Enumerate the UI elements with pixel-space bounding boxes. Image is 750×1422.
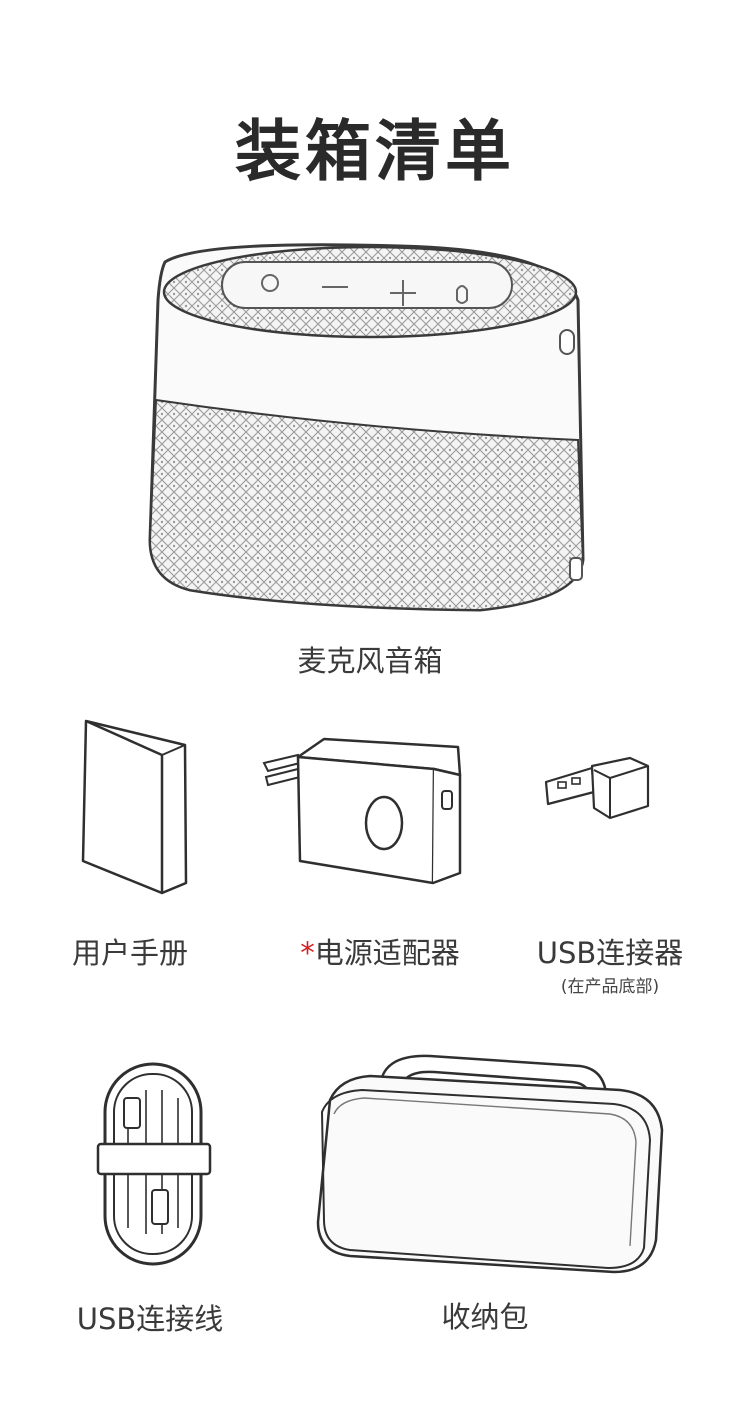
usb-dongle-illustration	[544, 756, 650, 820]
usb-dongle-label: USB连接器	[536, 936, 684, 970]
speaker-label: 麦克风音箱	[297, 644, 443, 678]
power-adapter-illustration	[262, 737, 462, 885]
usb-cable-illustration	[96, 1062, 212, 1266]
usb-cable-label: USB连接线	[76, 1302, 224, 1336]
usb-dongle-note: (在产品底部)	[560, 977, 660, 997]
manual-illustration	[81, 719, 188, 895]
storage-bag-label: 收纳包	[441, 1300, 529, 1334]
storage-bag-illustration	[316, 1054, 664, 1274]
adapter-label-text: 电源适配器	[314, 936, 460, 970]
page-title: 装箱清单	[235, 113, 515, 190]
speaker-illustration	[148, 243, 585, 612]
adapter-label: *电源适配器	[280, 930, 480, 972]
manual-label: 用户手册	[71, 936, 188, 970]
asterisk-mark: *	[300, 936, 315, 970]
